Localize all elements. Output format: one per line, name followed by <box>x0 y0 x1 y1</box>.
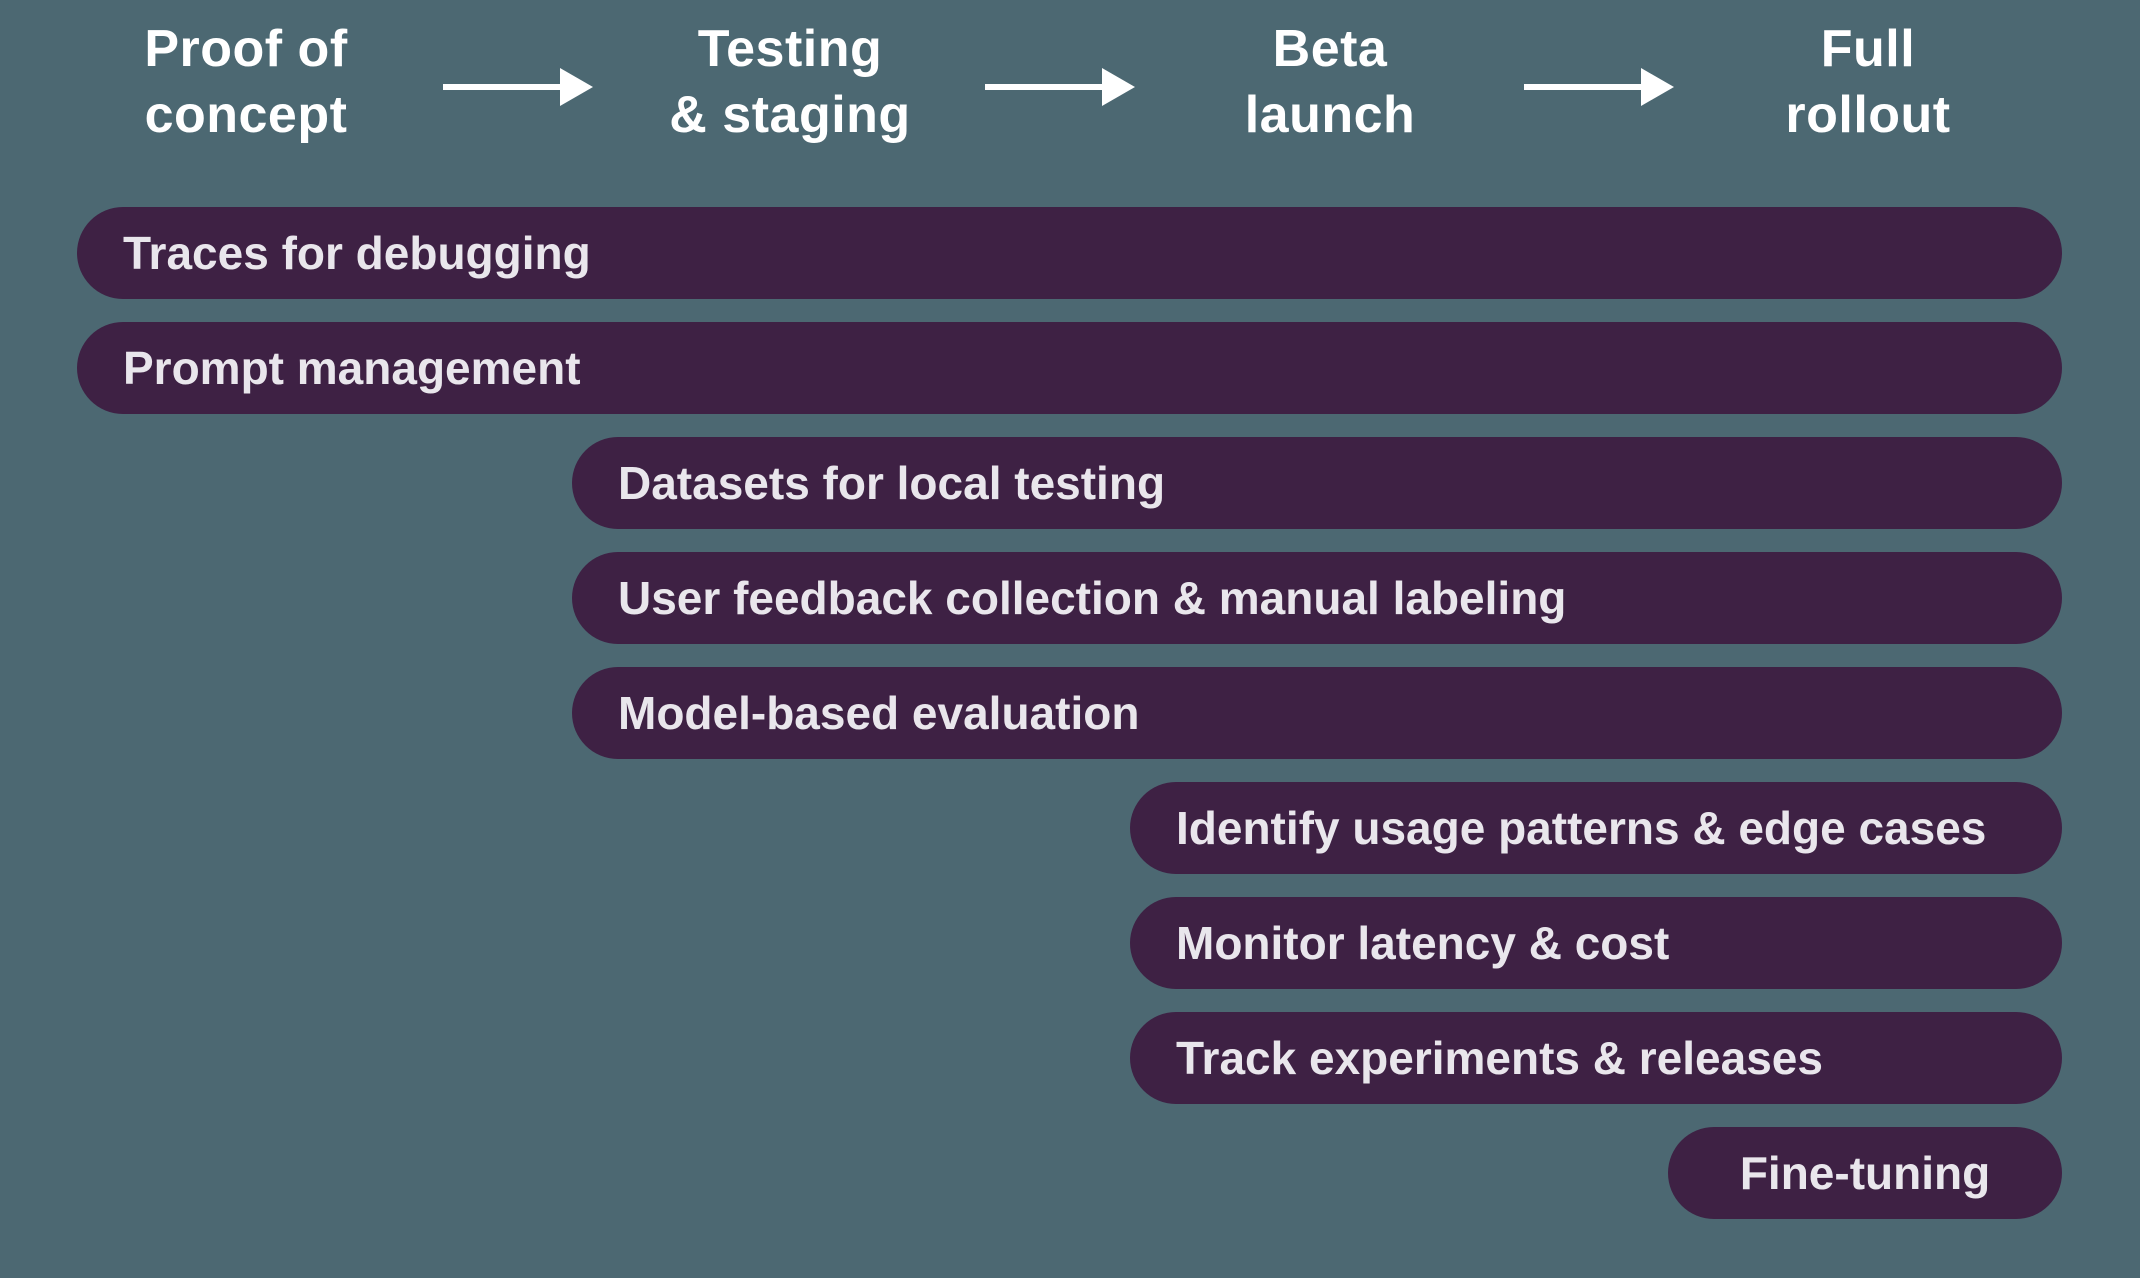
stage-label-line: rollout <box>1785 86 1951 144</box>
bar-fine-tuning: Fine-tuning <box>1668 1127 2062 1219</box>
bar-label: Model-based evaluation <box>618 687 1140 739</box>
stage-label-line: concept <box>144 86 348 144</box>
bar-label: Fine-tuning <box>1739 1147 1991 1199</box>
stage-header-proof-of-concept: Proof of concept <box>26 16 466 148</box>
bar-model-based-evaluation: Model-based evaluation <box>572 667 2062 759</box>
bar-label: Track experiments & releases <box>1176 1032 1823 1084</box>
bar-datasets-for-local-testing: Datasets for local testing <box>572 437 2062 529</box>
right-arrow-icon <box>1524 68 1674 106</box>
stage-header-beta-launch: Beta launch <box>1110 16 1550 148</box>
stage-label-line: Full <box>1820 20 1916 78</box>
bar-label: Monitor latency & cost <box>1176 917 1670 969</box>
bar-label: User feedback collection & manual labeli… <box>618 572 1567 624</box>
stage-label-line: Testing <box>697 20 883 78</box>
stage-header-testing-staging: Testing & staging <box>570 16 1010 148</box>
bar-label: Prompt management <box>123 342 581 394</box>
bar-monitor-latency-cost: Monitor latency & cost <box>1130 897 2062 989</box>
stage-label-line: launch <box>1244 86 1416 144</box>
bar-traces-for-debugging: Traces for debugging <box>77 207 2062 299</box>
right-arrow-icon <box>985 68 1135 106</box>
bar-identify-usage-patterns: Identify usage patterns & edge cases <box>1130 782 2062 874</box>
bar-user-feedback-collection: User feedback collection & manual labeli… <box>572 552 2062 644</box>
right-arrow-icon <box>443 68 593 106</box>
stage-label-line: Beta <box>1272 20 1388 78</box>
bar-label: Datasets for local testing <box>618 457 1166 509</box>
bar-label: Traces for debugging <box>123 227 591 279</box>
stage-label-line: Proof of <box>144 20 348 78</box>
bar-track-experiments-releases: Track experiments & releases <box>1130 1012 2062 1104</box>
bar-label: Identify usage patterns & edge cases <box>1176 802 1987 854</box>
stage-header-full-rollout: Full rollout <box>1648 16 2088 148</box>
stage-label-line: & staging <box>669 86 911 144</box>
bar-prompt-management: Prompt management <box>77 322 2062 414</box>
